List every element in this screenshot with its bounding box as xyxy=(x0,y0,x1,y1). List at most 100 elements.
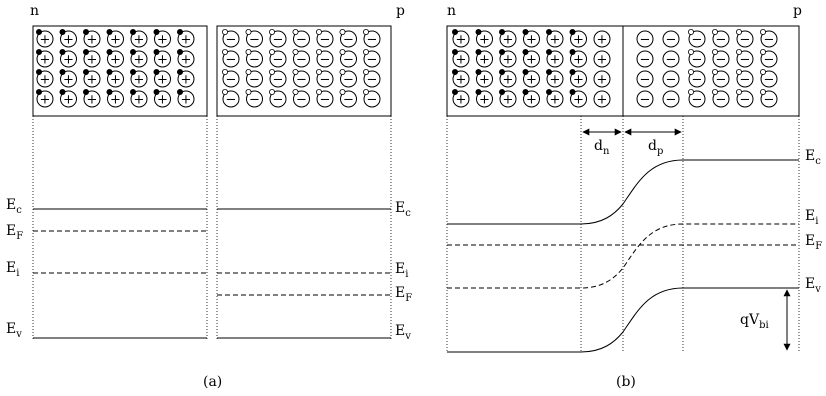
donor-ion: + xyxy=(452,69,469,87)
n-region-label: n xyxy=(30,3,39,19)
donor-ion: + xyxy=(177,69,194,87)
donor-ion-depleted: + xyxy=(594,51,610,68)
svg-text:−: − xyxy=(716,53,727,68)
svg-text:−: − xyxy=(666,33,677,48)
donor-ion: + xyxy=(546,89,563,107)
acceptor-ion: − xyxy=(269,69,286,87)
svg-text:+: + xyxy=(597,93,608,108)
label-ec-b: Ec xyxy=(805,148,821,167)
acceptor-ion: − xyxy=(246,69,263,87)
svg-text:+: + xyxy=(157,33,168,48)
donor-ion: + xyxy=(452,29,469,47)
label-ev-b: Ev xyxy=(805,276,821,295)
svg-text:−: − xyxy=(249,73,260,88)
label-ev-left: Ev xyxy=(6,321,22,340)
svg-text:−: − xyxy=(640,73,651,88)
donor-ions-group-b: ++++++++++++++++++++++++++++ xyxy=(452,29,610,107)
donor-ion: + xyxy=(36,29,53,47)
donor-ion: + xyxy=(570,89,587,107)
svg-text:+: + xyxy=(40,53,51,68)
acceptor-ions-group: −−−−−−−−−−−−−−−−−−−−−−−−−−−− xyxy=(222,29,380,107)
svg-text:+: + xyxy=(479,93,490,108)
donor-ion: + xyxy=(546,49,563,67)
donor-ion: + xyxy=(452,89,469,107)
donor-ion: + xyxy=(36,89,53,107)
acceptor-ion: − xyxy=(760,29,777,47)
acceptor-ion: − xyxy=(760,49,777,67)
svg-text:+: + xyxy=(181,73,192,88)
acceptor-ion: − xyxy=(293,69,310,87)
svg-text:−: − xyxy=(296,73,307,88)
acceptor-ion: − xyxy=(316,89,333,107)
svg-text:+: + xyxy=(597,73,608,88)
acceptor-ion-depleted: − xyxy=(637,31,653,48)
svg-text:+: + xyxy=(456,33,467,48)
acceptor-ion: − xyxy=(246,49,263,67)
donor-ion: + xyxy=(546,69,563,87)
donor-ion: + xyxy=(177,29,194,47)
acceptor-ion: − xyxy=(688,89,705,107)
acceptor-ion: − xyxy=(316,29,333,47)
svg-text:−: − xyxy=(296,93,307,108)
svg-text:−: − xyxy=(740,93,751,108)
acceptor-ion: − xyxy=(736,49,753,67)
donor-ion: + xyxy=(36,69,53,87)
acceptor-ion: − xyxy=(293,89,310,107)
acceptor-ion: − xyxy=(363,29,380,47)
svg-text:+: + xyxy=(503,33,514,48)
svg-text:−: − xyxy=(666,93,677,108)
donor-ion: + xyxy=(154,29,171,47)
label-ec-left: Ec xyxy=(6,197,22,216)
svg-text:−: − xyxy=(249,33,260,48)
svg-text:+: + xyxy=(573,33,584,48)
donor-ion: + xyxy=(476,69,493,87)
svg-text:−: − xyxy=(296,53,307,68)
svg-text:+: + xyxy=(134,33,145,48)
svg-text:+: + xyxy=(157,53,168,68)
label-ei-b: Ei xyxy=(805,208,818,227)
svg-text:+: + xyxy=(87,73,98,88)
acceptor-ion: − xyxy=(222,89,239,107)
svg-text:+: + xyxy=(181,53,192,68)
acceptor-ion: − xyxy=(363,69,380,87)
svg-text:−: − xyxy=(692,53,703,68)
acceptor-ion: − xyxy=(340,29,357,47)
svg-text:+: + xyxy=(573,53,584,68)
svg-text:+: + xyxy=(526,93,537,108)
donor-ion: + xyxy=(570,69,587,87)
donor-ion: + xyxy=(60,49,77,67)
svg-text:−: − xyxy=(640,53,651,68)
acceptor-ion: − xyxy=(736,69,753,87)
acceptor-ion-depleted: − xyxy=(637,51,653,68)
donor-ion: + xyxy=(546,29,563,47)
svg-text:−: − xyxy=(740,33,751,48)
acceptor-ion: − xyxy=(712,29,729,47)
donor-ion: + xyxy=(177,49,194,67)
svg-text:−: − xyxy=(640,33,651,48)
donor-ion: + xyxy=(499,29,516,47)
acceptor-ion: − xyxy=(222,49,239,67)
svg-text:+: + xyxy=(526,53,537,68)
svg-text:−: − xyxy=(640,93,651,108)
donor-ion: + xyxy=(499,69,516,87)
svg-text:−: − xyxy=(249,93,260,108)
svg-text:−: − xyxy=(367,33,378,48)
donor-ion: + xyxy=(452,49,469,67)
svg-text:−: − xyxy=(740,73,751,88)
label-ei-left: Ei xyxy=(6,260,19,279)
donor-ion: + xyxy=(83,49,100,67)
svg-text:−: − xyxy=(226,93,237,108)
label-ev-right: Ev xyxy=(395,323,411,342)
panel-b: n p ++++++++++++++++++++++++++++ −−−−−−−… xyxy=(447,3,822,390)
svg-text:−: − xyxy=(367,93,378,108)
donor-ion: + xyxy=(177,89,194,107)
donor-ion: + xyxy=(523,49,540,67)
acceptor-ion: − xyxy=(316,69,333,87)
svg-text:+: + xyxy=(550,93,561,108)
dotted-guides xyxy=(33,116,391,340)
svg-text:+: + xyxy=(134,93,145,108)
svg-text:−: − xyxy=(764,93,775,108)
acceptor-ion: − xyxy=(246,29,263,47)
svg-text:+: + xyxy=(110,93,121,108)
